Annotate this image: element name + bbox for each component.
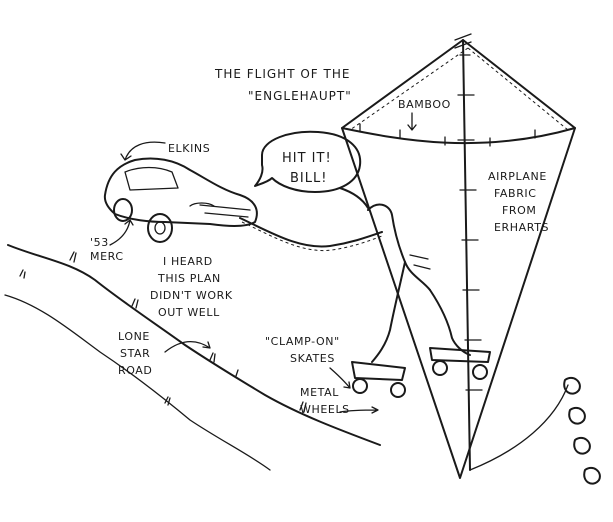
speech-line-1: HIT IT! [282,151,332,166]
label-elkins: ELKINS [168,142,210,155]
person-on-skates [351,203,491,398]
label-heard-4: OUT WELL [158,306,220,319]
tow-rope [239,217,383,252]
label-heard-3: DIDN'T WORK [150,289,233,302]
car-53-merc [103,157,258,243]
label-fabric-4: ERHARTS [494,221,549,234]
label-road-3: ROAD [118,364,153,377]
label-fabric-2: FABRIC [494,187,537,200]
label-heard-1: I HEARD [163,255,213,268]
label-road-1: LONE [118,330,150,343]
title-line-2: "ENGLEHAUPT" [248,89,352,103]
label-heard-2: THIS PLAN [157,272,221,285]
label-fabric-3: FROM [502,204,537,217]
kite [341,33,601,485]
label-bamboo: BAMBOO [398,98,451,111]
title-line-1: THE FLIGHT OF THE [214,67,350,81]
label-merc-2: MERC [90,250,124,263]
label-wheels-2: WHEELS [300,403,350,416]
label-fabric-1: AIRPLANE [488,170,547,183]
label-skates-1: "CLAMP-ON" [265,335,340,348]
speech-line-2: BILL! [290,171,327,186]
pointer-arrows [109,112,417,414]
label-skates-2: SKATES [290,352,335,365]
speech-bubble [254,130,369,209]
label-road-2: STAR [120,347,150,360]
label-merc-1: '53 [90,236,109,249]
title-text: THE FLIGHT OF THE "ENGLEHAUPT" [214,67,352,103]
ground-lines [4,244,381,471]
speech-text: HIT IT! BILL! [282,151,332,186]
label-wheels-1: METAL [300,386,339,399]
